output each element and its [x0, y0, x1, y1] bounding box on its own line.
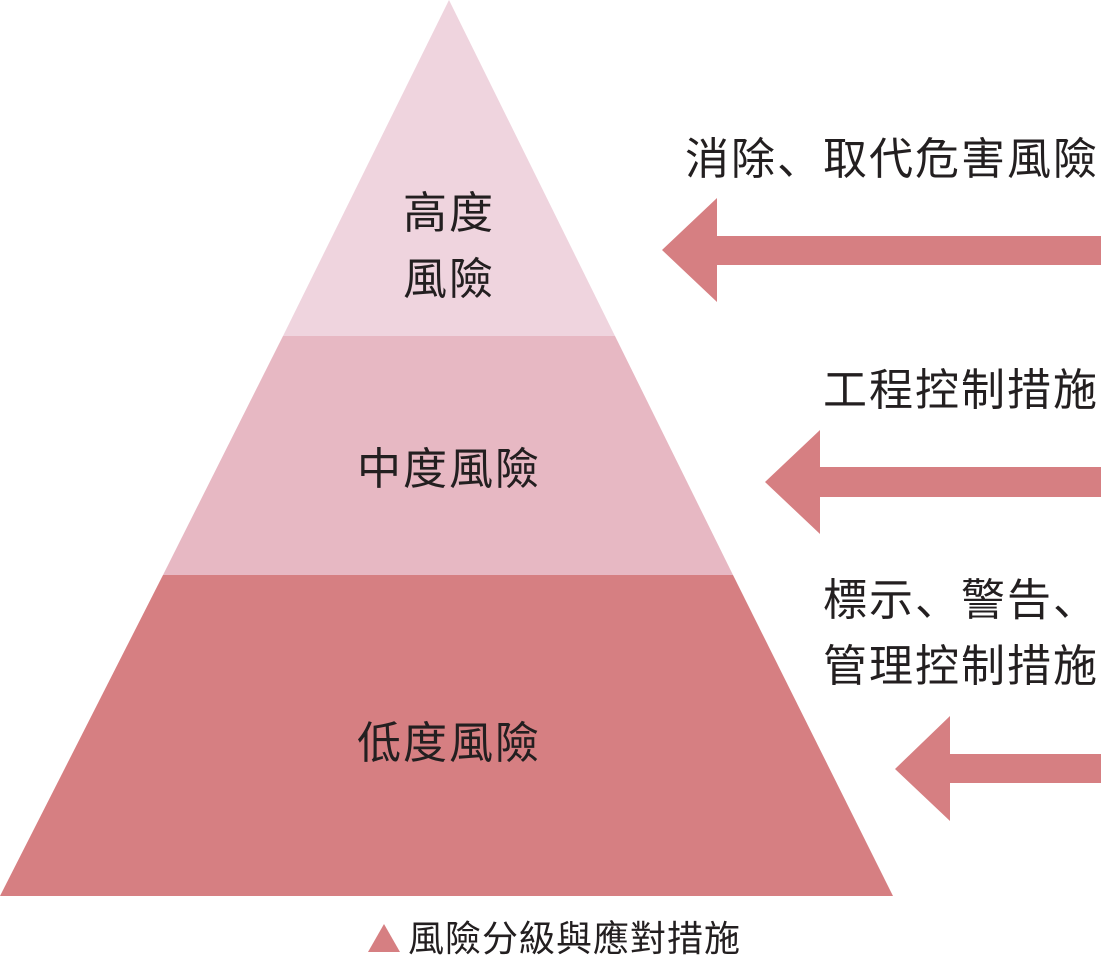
tier-label-high-line2: 風險 — [403, 254, 495, 305]
tier-label-medium-text: 中度風險 — [357, 444, 541, 495]
arrow-left-icon — [765, 430, 1101, 534]
measure-label-high: 消除、取代危害風險 — [685, 127, 1099, 193]
diagram-caption: 風險分級與應對措施 — [368, 912, 741, 960]
tier-label-high: 高度 風險 — [349, 181, 549, 313]
caption-text: 風險分級與應對措施 — [408, 919, 742, 960]
triangle-icon — [368, 924, 400, 952]
tier-label-medium: 中度風險 — [299, 437, 599, 503]
pyramid-tier-high — [283, 0, 615, 336]
tier-label-low: 低度風險 — [299, 711, 599, 777]
pyramid-tier-medium — [163, 336, 733, 575]
tier-label-high-line1: 高度 — [403, 188, 495, 239]
measure-label-high-text: 消除、取代危害風險 — [685, 134, 1099, 185]
measure-label-low-line2: 管理控制措施 — [823, 641, 1099, 692]
measure-label-medium: 工程控制措施 — [823, 358, 1099, 424]
measure-label-low-line1: 標示、警告、 — [823, 575, 1099, 626]
measure-label-medium-text: 工程控制措施 — [823, 365, 1099, 416]
arrow-left-icon — [662, 198, 1101, 302]
arrow-left-icon — [895, 716, 1101, 821]
measure-label-low: 標示、警告、 管理控制措施 — [823, 568, 1099, 700]
pyramid-tier-low — [0, 575, 893, 896]
tier-label-low-text: 低度風險 — [357, 718, 541, 769]
